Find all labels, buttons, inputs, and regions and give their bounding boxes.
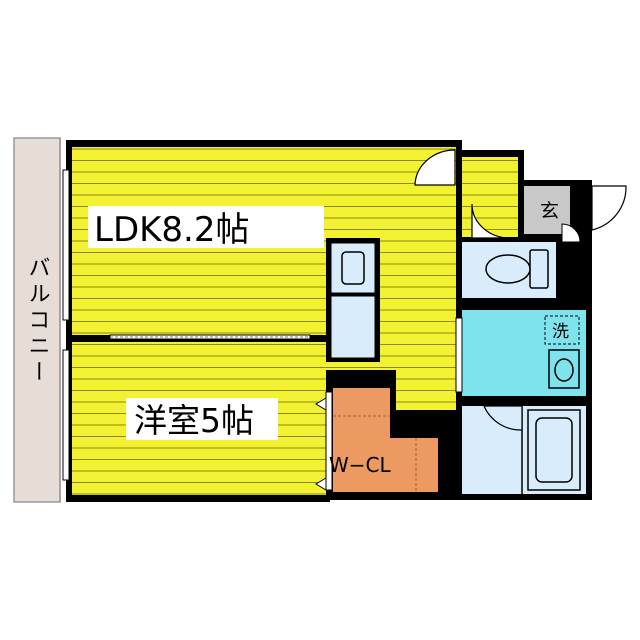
washroom xyxy=(455,303,592,400)
wcl-label: W−CL xyxy=(329,453,391,477)
kitchen-counter xyxy=(326,238,380,362)
western-room-label: 洋室5帖 xyxy=(134,401,254,440)
toilet-room xyxy=(456,237,592,303)
ldk-label-bg xyxy=(88,206,324,248)
hallway-floor xyxy=(456,147,518,237)
ldk-label: LDK8.2帖 xyxy=(94,210,250,250)
balcony-label: バルコニー xyxy=(25,256,50,386)
entrance xyxy=(518,180,592,265)
walk-in-closet xyxy=(325,370,444,495)
door-swings xyxy=(315,149,627,491)
balcony xyxy=(13,137,61,503)
ldk-western-partition xyxy=(72,334,326,342)
western-label-bg xyxy=(126,398,278,440)
bathroom xyxy=(456,400,592,500)
laundry-label: 洗 xyxy=(552,322,569,342)
balcony-windows xyxy=(62,169,70,481)
entrance-label: 玄 xyxy=(540,200,559,222)
